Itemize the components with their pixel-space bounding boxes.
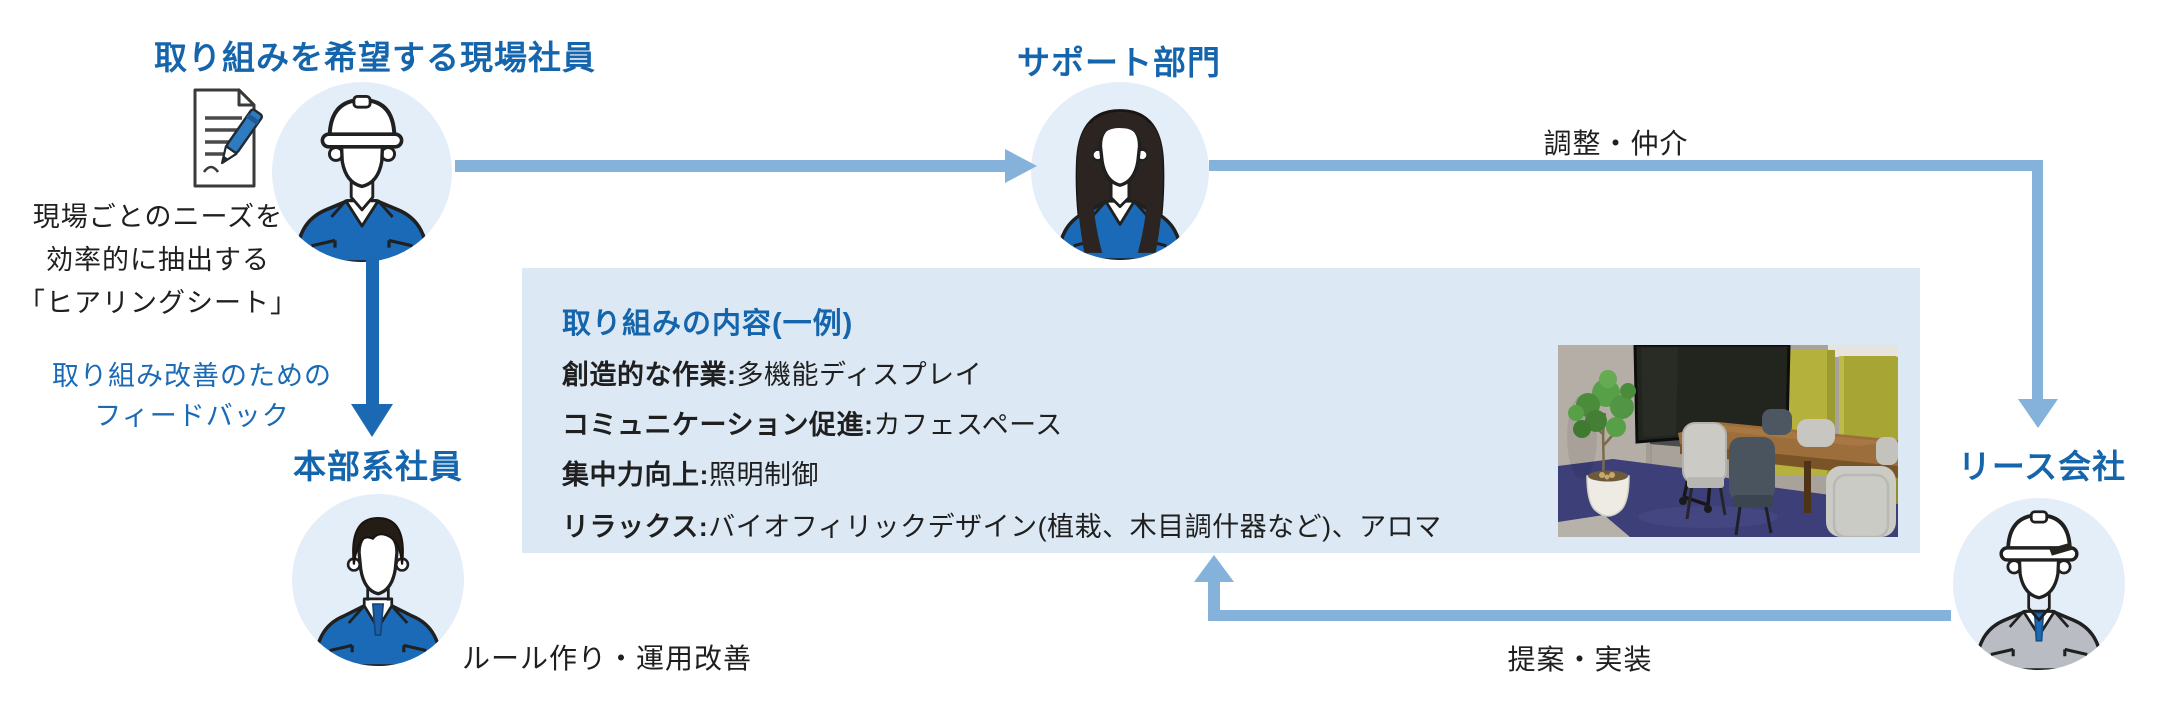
initiative-item-label: コミュニケーション促進 bbox=[562, 410, 864, 440]
initiative-item-value: 照明制御 bbox=[709, 460, 819, 490]
hq-staff-title: 本部系社員 bbox=[293, 448, 463, 485]
initiative-item-separator: : bbox=[863, 410, 874, 440]
arrow-support-to-lease-head bbox=[2018, 399, 2058, 428]
initiative-box-title: 取り組みの内容(一例) bbox=[562, 308, 854, 340]
arrow-field-to-hq-line bbox=[366, 256, 379, 406]
hearing-sheet-note-line3: 「ヒアリングシート」 bbox=[18, 288, 298, 318]
field-worker-title: 取り組みを希望する現場社員 bbox=[154, 39, 596, 76]
lease-company-avatar bbox=[1953, 498, 2125, 670]
feedback-note: 取り組み改善のための フィードバック bbox=[52, 356, 332, 436]
initiative-item-creative: 創造的な作業:多機能ディスプレイ bbox=[562, 353, 982, 392]
woman-worker-icon bbox=[1055, 109, 1185, 260]
coordination-label: 調整・仲介 bbox=[1543, 128, 1689, 159]
arrow-support-to-lease-vline bbox=[2032, 160, 2043, 401]
hq-staff-avatar bbox=[292, 494, 464, 666]
arrow-field-to-support-head bbox=[1005, 149, 1037, 183]
support-dept-title: サポート部門 bbox=[1017, 44, 1221, 81]
hearing-sheet-note-line1: 現場ごとのニーズを bbox=[32, 202, 284, 232]
office-man-icon bbox=[312, 517, 444, 666]
lease-company-title: リース会社 bbox=[1957, 448, 2127, 485]
initiative-item-label: 創造的な作業 bbox=[562, 360, 727, 390]
arrow-field-to-support-line bbox=[455, 160, 1011, 172]
arrow-support-to-lease-hline bbox=[1209, 160, 2043, 171]
support-dept-avatar bbox=[1031, 82, 1209, 260]
arrow-field-to-hq-head bbox=[351, 404, 393, 437]
construction-worker-icon bbox=[293, 94, 431, 262]
initiative-item-label: リラックス bbox=[562, 512, 699, 542]
arrow-lease-to-box-head bbox=[1194, 555, 1234, 582]
initiative-item-value: バイオフィリックデザイン(植栽、木目調什器など)、アロマ bbox=[708, 512, 1442, 542]
arrow-lease-to-box-vline bbox=[1208, 580, 1220, 621]
initiative-item-label: 集中力向上 bbox=[562, 460, 700, 490]
initiative-item-value: カフェスペース bbox=[873, 410, 1063, 440]
proposal-label: 提案・実装 bbox=[1507, 644, 1653, 675]
feedback-note-line1: 取り組み改善のための bbox=[52, 361, 332, 391]
initiative-item-separator: : bbox=[727, 360, 737, 390]
hq-role-label: ルール作り・運用改善 bbox=[462, 643, 753, 674]
field-worker-avatar bbox=[272, 82, 452, 262]
hearing-sheet-note-line2: 効率的に抽出する bbox=[46, 245, 270, 275]
feedback-note-line2: フィードバック bbox=[94, 401, 290, 431]
office-photo bbox=[1558, 345, 1898, 537]
hearing-sheet-note: 現場ごとのニーズを 効率的に抽出する 「ヒアリングシート」 bbox=[18, 196, 298, 325]
initiative-item-communication: コミュニケーション促進:カフェスペース bbox=[562, 403, 1063, 442]
initiative-item-relax: リラックス:バイオフィリックデザイン(植栽、木目調什器など)、アロマ bbox=[562, 505, 1442, 544]
initiative-item-separator: : bbox=[698, 512, 709, 542]
initiative-item-value: 多機能ディスプレイ bbox=[736, 360, 983, 390]
initiative-item-focus: 集中力向上:照明制御 bbox=[562, 453, 819, 492]
hearing-sheet-document-icon bbox=[193, 88, 263, 188]
lease-worker-icon bbox=[1973, 510, 2105, 670]
initiative-item-separator: : bbox=[699, 460, 709, 490]
arrow-lease-to-box-hline bbox=[1214, 610, 1951, 621]
